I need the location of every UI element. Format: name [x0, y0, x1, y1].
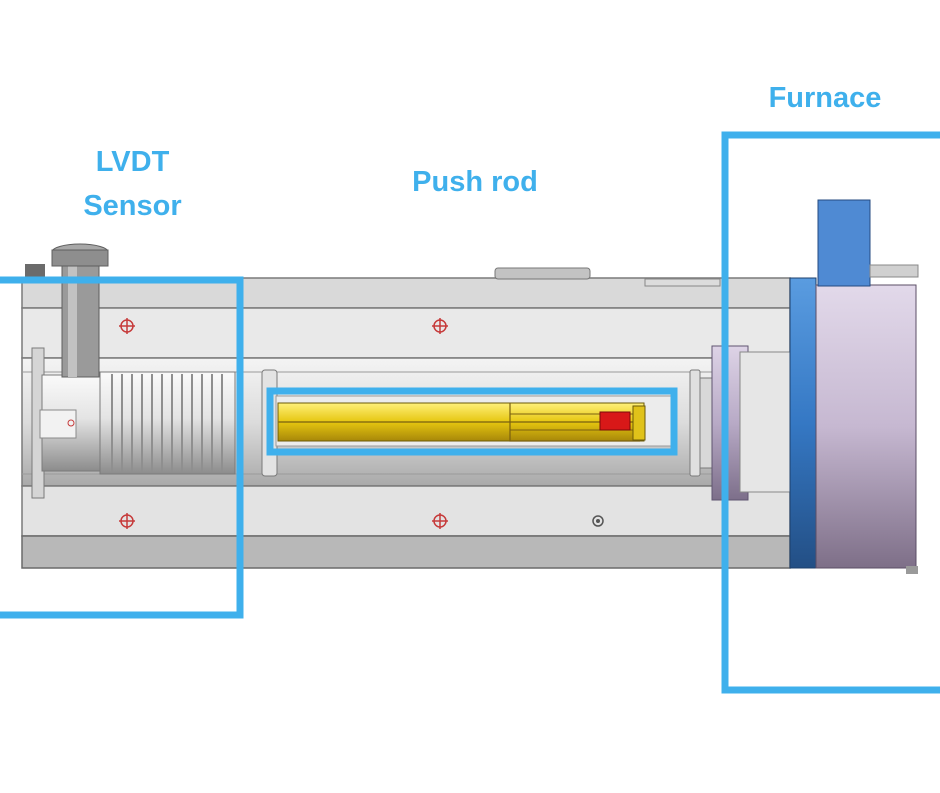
highlight-boxes — [0, 131, 940, 694]
lvdt-sensor — [31, 243, 236, 499]
furnace — [711, 199, 919, 574]
lvdt-label-line1: LVDT — [95, 146, 170, 178]
lvdt-label-line2: Sensor — [83, 190, 182, 222]
lvdt-sensor-label: LVDT Sensor — [60, 140, 205, 228]
furnace-highlight-box — [721, 131, 940, 694]
housing-bolts — [119, 318, 604, 529]
push-rod-label: Push rod — [412, 166, 538, 198]
furnace-label: Furnace — [768, 82, 882, 114]
lvdt-highlight-box — [0, 276, 244, 619]
push-rod-assembly — [261, 369, 716, 477]
push-rod-highlight-box — [266, 387, 678, 456]
